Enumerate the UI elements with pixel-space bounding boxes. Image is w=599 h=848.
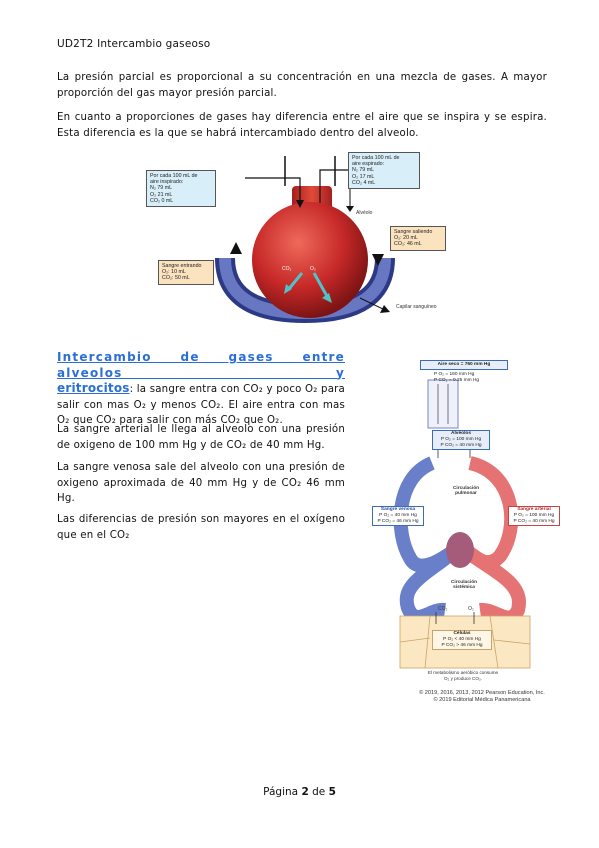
alveolus-diagram: Por cada 100 mL de aire inspirado: N₂ 79…	[146, 148, 450, 324]
copyright-line: © 2019, 2016, 2013, 2012 Pearson Educati…	[419, 690, 545, 696]
total-pages-number: 5	[328, 786, 336, 798]
paragraph-partial-pressure: La presión parcial es proporcional a su …	[57, 72, 547, 99]
exhaled-line: CO₂ 4 mL	[352, 179, 376, 186]
current-page-number: 2	[301, 786, 309, 798]
cells-pco2: P CO₂ > 46 mm Hg	[441, 643, 483, 648]
footer-separator: de	[308, 786, 329, 798]
inhaled-line: CO₂ 0 mL	[150, 197, 174, 204]
page-footer: Página 2 de 5	[0, 786, 599, 798]
copyright-line: © 2019 Editorial Médica Panamericana	[433, 697, 531, 704]
section-intro-text: : la sangre entra con CO₂ y poco O₂ para…	[57, 384, 345, 426]
circulation-illustration	[393, 379, 531, 669]
inhaled-line: N₂ 79 mL	[150, 185, 173, 192]
cells-box: Células P O₂ < 40 mm Hg P CO₂ > 46 mm Hg	[432, 630, 492, 650]
figure-copyright: © 2019, 2016, 2013, 2012 Pearson Educati…	[382, 690, 582, 704]
exhaled-line: O₂ 17 mL	[352, 173, 375, 180]
capillary-label: Capilar sanguíneo	[396, 304, 437, 310]
paragraph-venous: La sangre venosa sale del alveolo con un…	[57, 462, 345, 504]
blood-entering-label: Sangre entrando O₂: 10 mL CO₂: 50 mL	[158, 260, 214, 285]
blood-in-line: CO₂: 50 mL	[162, 275, 190, 282]
blood-in-line: Sangre entrando	[162, 263, 202, 269]
pulmonary-circulation-label: Circulación pulmonar	[452, 486, 480, 496]
o2-label: O₂	[310, 266, 316, 272]
alveoli-title: Alvéolos	[451, 431, 471, 436]
exhaled-line: N₂ 79 mL	[352, 167, 375, 174]
blood-out-line: CO₂: 46 mL	[394, 241, 422, 248]
blood-leaving-label: Sangre saliendo O₂: 20 mL CO₂: 46 mL	[390, 226, 446, 251]
arterial-po2: P O₂ = 100 mm Hg	[513, 513, 555, 518]
arterial-blood-box: Sangre arterial P O₂ = 100 mm Hg P CO₂ =…	[508, 506, 560, 526]
alveolo-label: Alvéolo	[356, 210, 373, 216]
document-header: UD2T2 Intercambio gaseoso	[57, 38, 211, 50]
section-heading-link-2[interactable]: eritrocitos	[57, 381, 130, 395]
co2-label: CO₂	[282, 266, 292, 272]
alveoli-po2: P O₂ = 100 mm Hg	[440, 437, 482, 442]
dry-air-pco2: P CO₂ = 0.25 mm Hg	[434, 378, 480, 383]
blood-out-line: Sangre saliendo	[394, 229, 433, 235]
dry-air-po2: P O₂ = 160 mm Hg	[434, 372, 475, 377]
cells-po2: P O₂ < 40 mm Hg	[443, 637, 481, 642]
blood-in-line: O₂: 10 mL	[162, 269, 186, 276]
venous-po2: P O₂ = 40 mm Hg	[379, 513, 417, 518]
arterial-title: Sangre arterial	[517, 507, 551, 512]
inhaled-line: aire inspirado:	[150, 179, 184, 186]
dry-air-box: Aire seco = 760 mm Hg	[420, 360, 508, 370]
inhaled-line: Por cada 100 mL de	[150, 173, 198, 179]
venous-blood-box: Sangre venosa P O₂ = 40 mm Hg P CO₂ = 46…	[372, 506, 424, 526]
exhaled-line: aire espirado:	[352, 161, 385, 168]
metabolism-line: El metabolismo aeróbico consume	[427, 670, 499, 675]
venous-pco2: P CO₂ = 46 mm Hg	[377, 519, 419, 524]
metabolism-line: O₂ y produce CO₂.	[443, 675, 483, 681]
section-heading-link[interactable]: Intercambio de gases entre alveolos y	[57, 350, 345, 380]
systemic-circulation-label: Circulación sistémica	[450, 580, 478, 590]
exhaled-air-label: Por cada 100 mL de aire espirado: N₂ 79 …	[348, 152, 420, 190]
footer-prefix: Página	[263, 786, 302, 798]
paragraph-gas-proportions: En cuanto a proporciones de gases hay di…	[57, 112, 547, 139]
metabolism-note: El metabolismo aeróbico consume O₂ y pro…	[408, 670, 518, 682]
inhaled-line: O₂ 21 mL	[150, 191, 173, 198]
dry-air-values: P O₂ = 160 mm Hg P CO₂ = 0.25 mm Hg	[434, 372, 494, 384]
co2-cells-label: CO₂	[438, 606, 448, 612]
alveolus-illustration	[215, 156, 395, 324]
o2-cells-label: O₂	[468, 606, 474, 612]
exhaled-line: Por cada 100 mL de	[352, 155, 400, 161]
dry-air-title: Aire seco = 760 mm Hg	[437, 362, 491, 367]
paragraph-differences: Las diferencias de presión son mayores e…	[57, 514, 345, 541]
section-intro: Intercambio de gases entre alveolos y er…	[57, 350, 345, 429]
arterial-pco2: P CO₂ = 40 mm Hg	[513, 519, 555, 524]
alveoli-pco2: P CO₂ = 40 mm Hg	[440, 443, 482, 448]
alveoli-box: Alvéolos P O₂ = 100 mm Hg P CO₂ = 40 mm …	[432, 430, 490, 450]
inhaled-air-label: Por cada 100 mL de aire inspirado: N₂ 79…	[146, 170, 216, 208]
circulation-diagram: Aire seco = 760 mm Hg P O₂ = 160 mm Hg P…	[370, 358, 560, 688]
cells-title: Células	[453, 631, 471, 636]
paragraph-arterial: La sangre arterial le llega al alveolo c…	[57, 424, 345, 451]
blood-out-line: O₂: 20 mL	[394, 235, 418, 242]
venous-title: Sangre venosa	[380, 507, 416, 512]
